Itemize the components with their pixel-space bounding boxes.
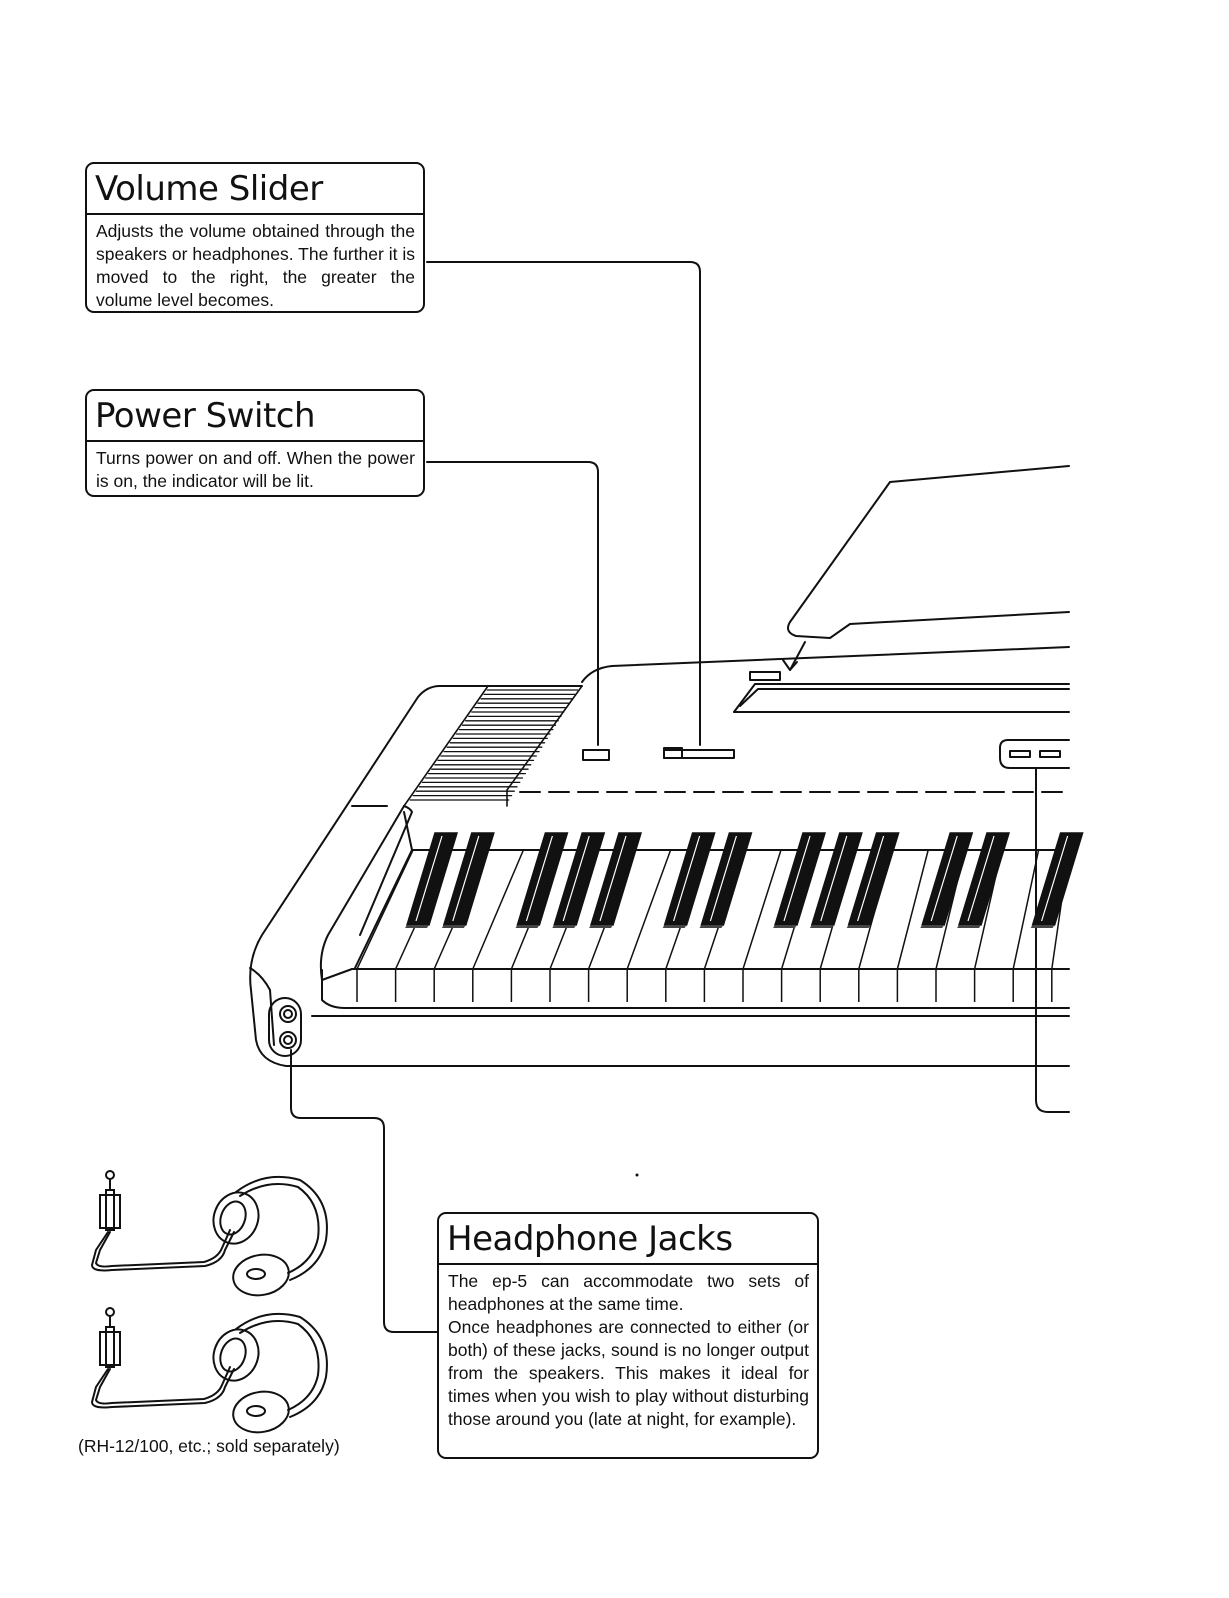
piano-left-end: [249, 685, 1070, 1067]
black-key-face: [773, 925, 797, 928]
headphones-set-1: [90, 1170, 328, 1297]
black-key-highlight: [820, 835, 848, 922]
speaker-grille-lines: [409, 689, 579, 801]
piano-keyboard: [356, 832, 1084, 1002]
headphone-jacks-paragraph-1: The ep-5 can accommodate two sets of hea…: [448, 1271, 809, 1314]
black-key-face: [515, 925, 540, 928]
black-key-highlight: [415, 835, 443, 922]
black-key-highlight: [1041, 835, 1069, 922]
headphone-jacks-callout: Headphone Jacks The ep-5 can accommodate…: [437, 1212, 819, 1459]
black-key-face: [662, 925, 687, 928]
headphones-set-2: [90, 1307, 328, 1434]
headphone-leader-line: [290, 1049, 439, 1333]
black-key-highlight: [783, 835, 811, 922]
black-key-highlight: [525, 835, 553, 922]
piano-headphone-jacks: [268, 997, 302, 1057]
black-key-face: [846, 925, 871, 928]
headphones-caption: (RH-12/100, etc.; sold separately): [78, 1436, 340, 1456]
headphone-jacks-paragraph-2: Once headphones are connected to either …: [448, 1317, 809, 1429]
power-leader-line: [426, 461, 599, 746]
power-switch-description: Turns power on and off. When the power i…: [96, 448, 415, 491]
headphones-illustration: [90, 1170, 328, 1434]
black-key-face: [809, 925, 834, 928]
volume-leader-line: [426, 261, 701, 746]
white-key: [626, 849, 672, 1002]
black-key-highlight: [857, 835, 885, 922]
black-key-highlight: [709, 835, 737, 922]
white-key: [356, 849, 414, 1002]
black-key-face: [552, 925, 577, 928]
white-key: [973, 849, 1003, 1002]
music-stand: [733, 465, 1070, 713]
black-key: [1031, 832, 1084, 926]
volume-slider-description: Adjusts the volume obtained through the …: [96, 221, 415, 310]
power-switch-title: Power Switch: [87, 391, 423, 442]
headphone-jacks-title: Headphone Jacks: [439, 1214, 817, 1265]
black-key-face: [957, 925, 981, 928]
right-leader-line: [1035, 767, 1070, 1113]
headphone-jacks-description: The ep-5 can accommodate two sets of hea…: [439, 1265, 817, 1437]
black-key-face: [405, 925, 429, 928]
black-key-highlight: [562, 835, 590, 922]
black-key-highlight: [673, 835, 701, 922]
black-key-face: [1030, 925, 1055, 928]
black-key-face: [441, 925, 466, 928]
white-key: [896, 849, 929, 1002]
black-key-highlight: [452, 835, 480, 922]
speaker-grille: [403, 685, 583, 807]
black-key-highlight: [599, 835, 627, 922]
black-key-highlight: [967, 835, 995, 922]
white-key: [742, 849, 782, 1002]
black-key-face: [699, 925, 724, 928]
power-switch-callout: Power Switch Turns power on and off. Whe…: [85, 389, 425, 497]
white-key: [472, 849, 525, 1002]
jack-panel-outline: [999, 739, 1070, 769]
black-key-face: [589, 925, 613, 928]
white-key: [1012, 849, 1040, 1002]
control-panel: [582, 739, 1070, 769]
black-key-highlight: [930, 835, 958, 922]
stray-dot: [635, 1173, 639, 1177]
black-key-face: [920, 925, 945, 928]
volume-slider-title: Volume Slider: [87, 164, 423, 215]
volume-slider-callout: Volume Slider Adjusts the volume obtaine…: [85, 162, 425, 313]
